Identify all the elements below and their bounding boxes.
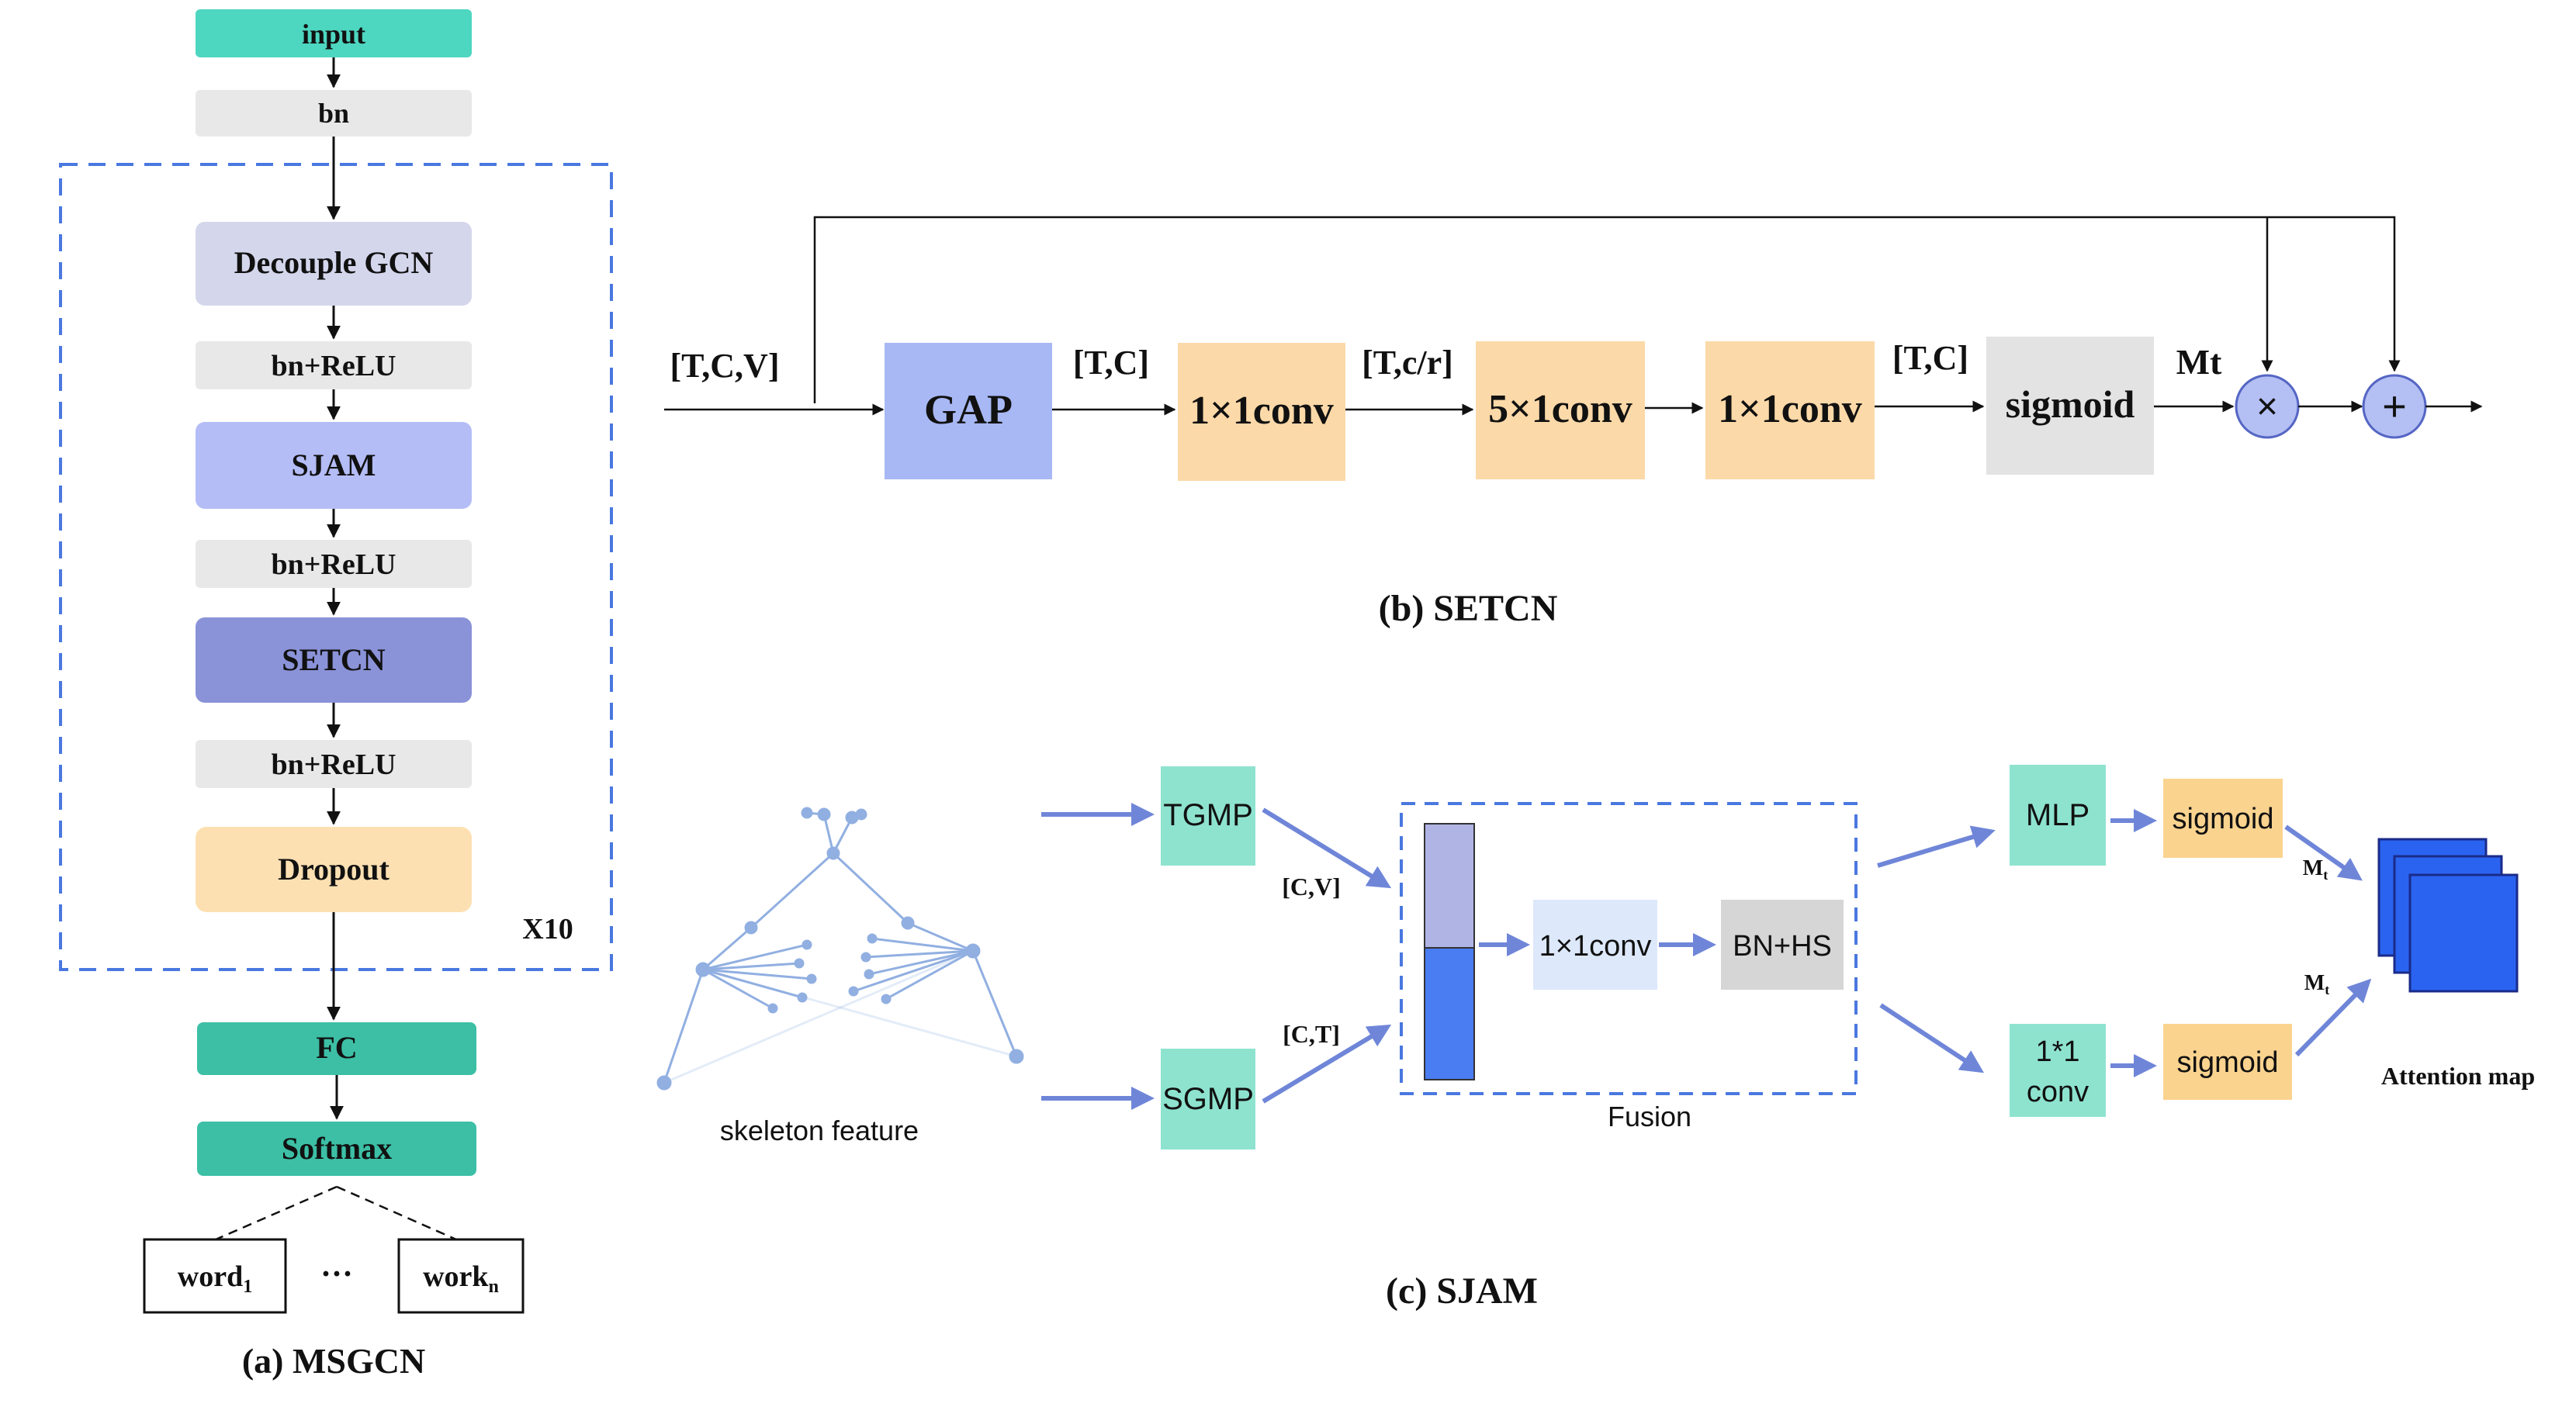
sjam-label: SJAM	[292, 448, 376, 482]
skeleton-figure	[656, 807, 1024, 1091]
tgmp-label: TGMP	[1163, 798, 1253, 832]
arrow-sigmoid-attention-bottom	[2294, 978, 2372, 1057]
sigmoid-label: sigmoid	[2006, 382, 2135, 426]
repeat-region	[59, 163, 613, 971]
conv11-block	[2010, 1024, 2106, 1117]
sigmoid-top-label: sigmoid	[2173, 803, 2274, 835]
bn-relu-2-label: bn+ReLU	[271, 548, 396, 581]
bnhs-block	[1721, 900, 1844, 990]
fusion-conv-block	[1533, 900, 1657, 990]
add-symbol: +	[2382, 383, 2407, 430]
sgmp-label: SGMP	[1162, 1082, 1254, 1116]
fusion-label: Fusion	[1608, 1101, 1691, 1132]
fusion-bar-bottom	[1424, 947, 1475, 1080]
softmax-block	[197, 1122, 476, 1176]
attention-map-stack	[2377, 838, 2519, 993]
fusion-bar-top	[1424, 823, 1475, 949]
sgmp-block	[1161, 1049, 1255, 1149]
setcn-caption: (b) SETCN	[1379, 588, 1558, 629]
shape-tc-1: [T,C]	[1073, 344, 1149, 382]
dropout-label: Dropout	[278, 852, 390, 887]
input-block	[196, 9, 472, 57]
arrow-fusion-conv11	[1879, 1003, 1985, 1073]
bn-block	[196, 90, 472, 137]
skeleton-label: skeleton feature	[720, 1115, 919, 1146]
sigmoid-block	[1986, 337, 2154, 475]
mt-label: Mt	[2176, 342, 2222, 382]
fc-block	[197, 1022, 476, 1075]
arrow-sigmoid-attention-top	[2284, 824, 2363, 881]
arrow-tgmp-fusion	[1262, 807, 1392, 889]
conv1-block	[1178, 343, 1345, 481]
shape-tcr: [T,c/r]	[1362, 344, 1453, 382]
conv11-label-2: conv	[2027, 1076, 2089, 1108]
bnhs-label: BN+HS	[1733, 930, 1832, 963]
shape-tcv: [T,C,V]	[670, 347, 780, 385]
repeat-label: X10	[522, 913, 573, 945]
sjam-panel: skeleton feature TGMP SGMP [C,V] [C,T] F…	[656, 765, 2535, 1312]
workn-label: workn	[423, 1260, 499, 1297]
conv1b-block	[1705, 341, 1875, 479]
gap-block	[885, 343, 1052, 479]
setcn-panel: [T,C,V] GAP [T,C] 1×1conv [T,c/r] 5×1con…	[664, 216, 2483, 629]
fc-label: FC	[316, 1030, 357, 1065]
msgcn-caption: (a) MSGCN	[242, 1341, 425, 1381]
word1-label: word1	[178, 1260, 252, 1297]
conv1-label: 1×1conv	[1189, 389, 1334, 433]
decouple-gcn-label: Decouple GCN	[234, 245, 434, 280]
gap-label: GAP	[924, 386, 1013, 433]
softmax-label: Softmax	[282, 1131, 392, 1166]
setcn-block	[196, 617, 472, 703]
conv11-label-1: 1*1	[2035, 1035, 2079, 1068]
bn-relu-3-block	[196, 740, 472, 788]
bn-relu-1-block	[196, 341, 472, 389]
mlp-label: MLP	[2026, 798, 2090, 832]
sjam-caption: (c) SJAM	[1386, 1270, 1538, 1312]
decouple-gcn-block	[196, 222, 472, 306]
ellipsis-label: ···	[320, 1257, 353, 1292]
word1-box	[143, 1238, 287, 1314]
dropout-block	[196, 827, 472, 912]
dashed-link-left	[215, 1185, 338, 1241]
input-label: input	[302, 19, 365, 50]
arrow-fusion-mlp	[1877, 825, 1996, 868]
msgcn-panel: input bn X10 Decouple GCN bn+ReLU SJAM b…	[59, 9, 613, 1381]
bn-relu-3-label: bn+ReLU	[271, 748, 396, 781]
sigmoid-bottom-label: sigmoid	[2177, 1046, 2279, 1079]
sigmoid-top-block	[2163, 779, 2283, 858]
skip-line-top	[813, 216, 2401, 403]
mt-bottom-label: Mt	[2304, 971, 2329, 997]
bn-relu-1-label: bn+ReLU	[271, 350, 396, 382]
attention-map-label: Attention map	[2381, 1062, 2535, 1090]
conv5-label: 5×1conv	[1488, 387, 1633, 431]
mt-top-label: Mt	[2303, 856, 2328, 883]
bn-relu-2-block	[196, 540, 472, 588]
mlp-block	[2010, 765, 2106, 866]
bn-label: bn	[318, 98, 349, 129]
dashed-link-right	[336, 1185, 457, 1241]
sigmoid-bottom-block	[2163, 1024, 2292, 1100]
shape-tc-2: [T,C]	[1892, 339, 1968, 377]
shape-cv: [C,V]	[1282, 873, 1341, 901]
sjam-block	[196, 422, 472, 509]
workn-box	[397, 1238, 525, 1314]
conv5-block	[1476, 341, 1645, 479]
setcn-label: SETCN	[282, 642, 385, 677]
shape-ct: [C,T]	[1283, 1020, 1340, 1048]
conv1b-label: 1×1conv	[1718, 387, 1862, 431]
multiply-symbol: ×	[2256, 386, 2278, 427]
fusion-conv-label: 1×1conv	[1539, 930, 1652, 963]
tgmp-block	[1161, 766, 1255, 866]
arrow-sgmp-fusion	[1262, 1024, 1392, 1104]
